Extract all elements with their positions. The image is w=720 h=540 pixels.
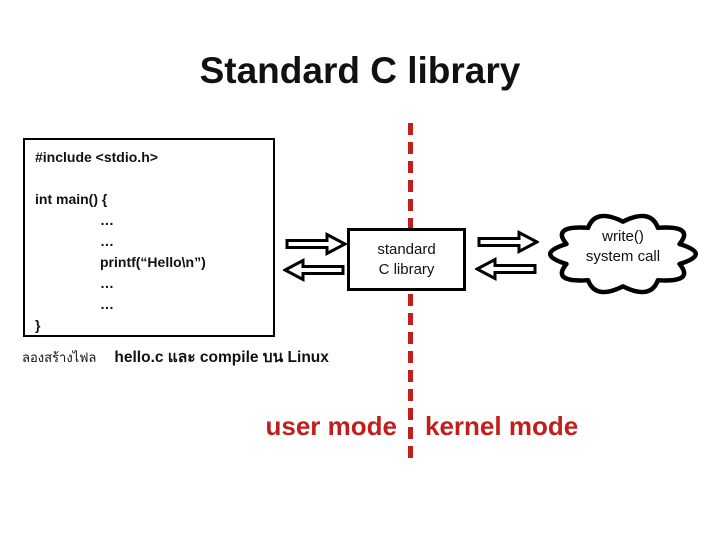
code-box: #include <stdio.h> int main() { … … prin… xyxy=(23,138,275,337)
block-arrow-right-icon xyxy=(285,232,347,256)
code-line: #include <stdio.h> xyxy=(35,149,158,165)
block-arrow-left-icon xyxy=(283,258,345,282)
mode-divider-dashed-line xyxy=(408,123,413,460)
code-line: … xyxy=(100,233,114,249)
code-line: … xyxy=(100,212,114,228)
block-arrow-left-icon xyxy=(475,257,537,281)
cloud-icon xyxy=(533,198,713,310)
library-box-line: standard xyxy=(377,240,436,258)
slide-title: Standard C library xyxy=(199,50,521,91)
caption-main: hello.c และ compile บน Linux xyxy=(114,349,329,366)
code-line: printf(“Hello\n”) xyxy=(100,254,206,270)
syscall-cloud-label: write() system call xyxy=(533,227,713,267)
cloud-label-line: system call xyxy=(585,248,661,265)
block-arrow-right-icon xyxy=(477,230,539,254)
code-line: … xyxy=(100,275,114,291)
library-box-line: C library xyxy=(378,260,435,278)
kernel-mode-label: kernel mode xyxy=(425,411,579,441)
code-line: … xyxy=(100,296,114,312)
standard-c-library-box: standard C library xyxy=(347,228,466,291)
cloud-label-line: write() xyxy=(602,228,644,245)
code-line xyxy=(25,168,273,189)
code-line: } xyxy=(35,317,41,333)
code-line: int main() { xyxy=(35,191,108,207)
user-mode-label: user mode xyxy=(265,411,398,441)
caption: ลองสร้างไฟล hello.c และ compile บน Linux xyxy=(22,344,329,369)
caption-thai-prefix: ลองสร้างไฟล xyxy=(22,350,97,365)
